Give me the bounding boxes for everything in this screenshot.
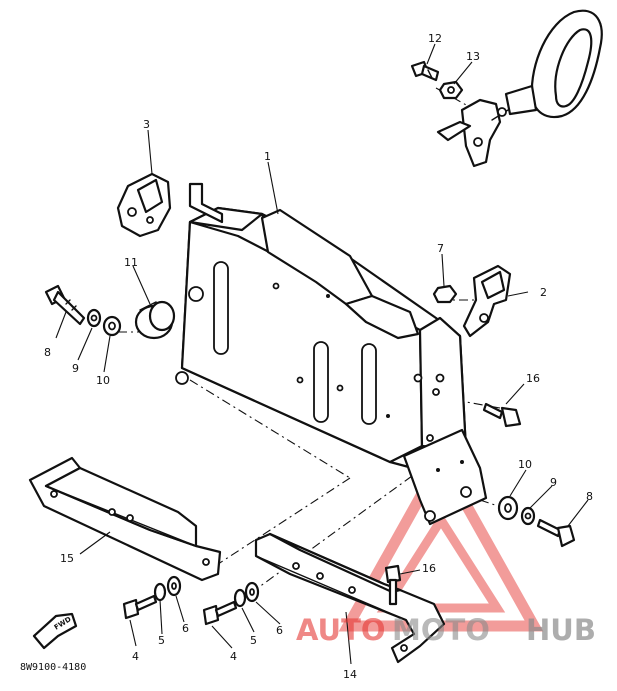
callout-9-left: 9	[72, 362, 79, 375]
watermark-word-auto: AUTO	[296, 613, 386, 647]
washer-lower-left-6	[166, 575, 182, 597]
bolt-lower-mid-4	[202, 600, 238, 626]
callout-13: 13	[466, 50, 480, 63]
washer-lower-left-5	[153, 582, 167, 602]
washer-left-10	[102, 315, 122, 337]
callout-11: 11	[124, 256, 138, 269]
washer-lower-mid-6	[244, 581, 260, 603]
bracket-right	[462, 264, 512, 338]
callout-16-lower: 16	[422, 562, 436, 575]
bolt-right-8	[536, 518, 576, 548]
bolt-lower-left-4	[122, 594, 158, 620]
callout-4-left: 4	[132, 650, 139, 663]
callout-14: 14	[343, 668, 357, 681]
rail-left-15	[28, 456, 222, 582]
nut-part-7	[432, 284, 458, 304]
washer-right-10	[497, 495, 519, 521]
frame-clip	[188, 182, 224, 224]
bolt-right-16	[482, 402, 522, 428]
leader-lines	[55, 43, 589, 665]
frame-lower-foot	[402, 428, 488, 526]
watermark-word-hub: HUB	[526, 613, 596, 647]
front-arrow-icon: FWD	[32, 612, 78, 650]
bolt-lower-16	[384, 564, 402, 606]
callout-3: 3	[143, 118, 150, 131]
diagram-code: 8W9100-4180	[20, 662, 86, 673]
callout-10-left: 10	[96, 374, 110, 387]
callout-2: 2	[540, 286, 547, 299]
callout-10-right: 10	[518, 458, 532, 471]
callout-8-right: 8	[586, 490, 593, 503]
rubber-damper	[134, 300, 176, 340]
bolt-left-8	[44, 284, 86, 326]
washer-lower-mid-5	[233, 588, 247, 608]
callout-15: 15	[60, 552, 74, 565]
callout-8-left: 8	[44, 346, 51, 359]
bolt-top	[410, 60, 440, 82]
watermark-text: AUTO MOTO HUB	[296, 613, 596, 647]
callout-16-upper: 16	[526, 372, 540, 385]
callout-7: 7	[437, 242, 444, 255]
washer-right-9	[520, 506, 536, 526]
callouts: 1 2 3 4 4 5 5 6 6 7 8 8 9 9 10 10 11 12 …	[44, 32, 593, 681]
handle-assembly	[436, 9, 603, 168]
callout-6-left: 6	[182, 622, 189, 635]
callout-5-mid: 5	[250, 634, 257, 647]
callout-4-mid: 4	[230, 650, 237, 663]
callout-9-right: 9	[550, 476, 557, 489]
callout-5-left: 5	[158, 634, 165, 647]
callout-1: 1	[264, 150, 271, 163]
main-frame-bracket	[175, 206, 468, 472]
bracket-left	[116, 172, 172, 238]
callout-12: 12	[428, 32, 442, 45]
watermark-word-moto: MOTO	[392, 613, 490, 647]
nut-top	[438, 80, 464, 100]
washer-left-9	[86, 308, 102, 328]
callout-6-mid: 6	[276, 624, 283, 637]
